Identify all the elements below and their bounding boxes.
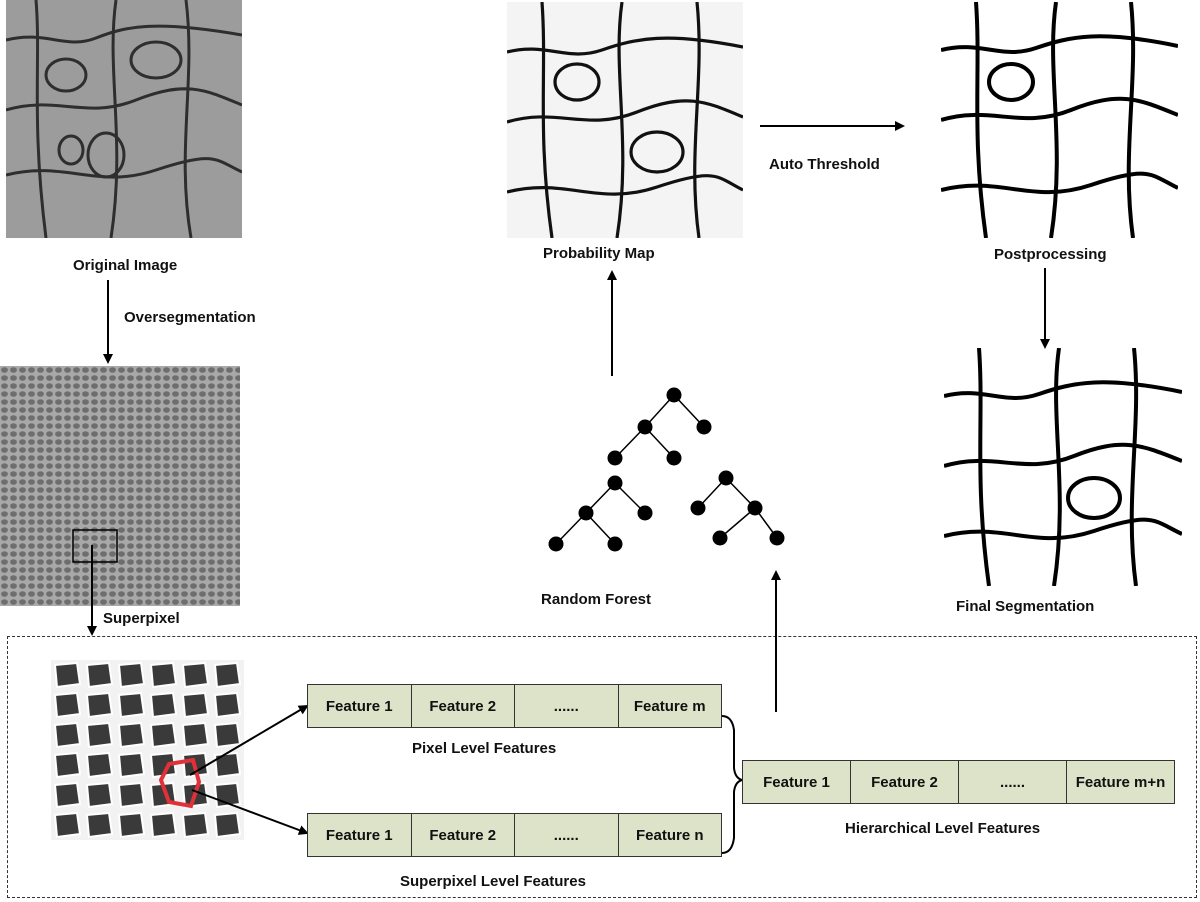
tree-node [769, 530, 785, 546]
superpixel-image [51, 660, 244, 840]
label-hierarchical-level-features: Hierarchical Level Features [845, 820, 1041, 837]
feature-cell: Feature m [633, 697, 706, 715]
features-container [7, 636, 1197, 898]
feature-cell: Feature 2 [412, 685, 515, 727]
label-superpixel: Superpixel [103, 610, 180, 627]
label-random-forest: Random Forest [541, 591, 652, 608]
feature-cell: Feature 2 [412, 814, 515, 856]
tree-node [607, 450, 623, 466]
superpixel-level-feature-row: Feature 1 Feature 2 ...... Feature n [307, 813, 722, 857]
tree-node [718, 470, 734, 486]
label-pixel-level-features: Pixel Level Features [412, 740, 557, 757]
tree-node [696, 419, 712, 435]
tree-node [637, 419, 653, 435]
tree-node [712, 530, 728, 546]
feature-cell: Feature 2 [851, 761, 959, 803]
feature-cell: ...... [515, 685, 619, 727]
feature-cell: Feature 1 [308, 814, 412, 856]
label-final-segmentation: Final Segmentation [956, 598, 1095, 615]
tree-node [637, 505, 653, 521]
random-forest-nodes [548, 387, 785, 552]
final-segmentation-image [944, 348, 1182, 586]
hierarchical-level-feature-row: Feature 1 Feature 2 ...... Feature m+n [742, 760, 1175, 804]
tree-node [607, 475, 623, 491]
feature-cell: ...... [959, 761, 1067, 803]
oversegmentation-image [0, 366, 240, 606]
random-forest-trees [555, 394, 778, 545]
label-original-image: Original Image [73, 257, 178, 274]
feature-cell: ...... [515, 814, 619, 856]
merge-brace [721, 715, 746, 854]
feature-cell: Feature 1 [743, 761, 851, 803]
pixel-level-feature-row: Feature 1 Feature 2 ...... Feature m [307, 684, 722, 728]
tree-node [578, 505, 594, 521]
tree-node [690, 500, 706, 516]
label-superpixel-level-features: Superpixel Level Features [400, 873, 586, 890]
superpixel-zoom-box [72, 529, 118, 563]
highlight-superpixel [158, 757, 202, 809]
tree-node [548, 536, 564, 552]
tree-node [747, 500, 763, 516]
original-image [6, 0, 242, 238]
label-oversegmentation: Oversegmentation [124, 309, 256, 326]
feature-cell: Feature 1 [308, 685, 412, 727]
feature-cell: Feature n [635, 826, 704, 844]
label-probability-map: Probability Map [543, 245, 655, 262]
arrow-to-superpixel-features [191, 789, 309, 835]
tree-node [607, 536, 623, 552]
tree-node [666, 450, 682, 466]
feature-cell: Feature m+n [1075, 773, 1166, 791]
arrow-to-pixel-features [189, 704, 309, 776]
postprocessing-image [941, 2, 1178, 238]
label-postprocessing: Postprocessing [994, 246, 1107, 263]
label-auto-threshold: Auto Threshold [769, 156, 880, 173]
tree-node [666, 387, 682, 403]
probability-map-image [507, 2, 743, 238]
